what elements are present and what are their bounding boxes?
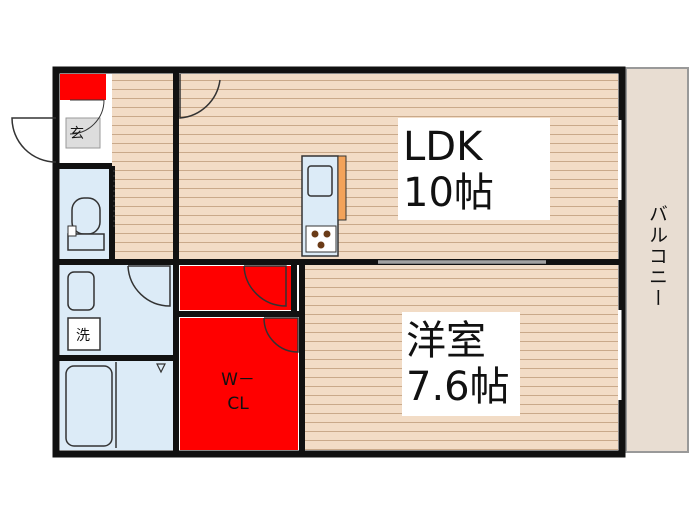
bath-arrow [156,363,166,374]
toilet-tank [67,233,105,251]
ldk-label-box [398,118,550,220]
western-room-name: 洋室 [406,318,486,364]
washing-machine-space [67,317,101,351]
burner [311,230,319,238]
western-label-box [402,312,520,416]
genkan-floor [65,117,101,149]
walk-in-closet [180,318,298,450]
walk-in-closet-label: W－ CL [221,370,255,414]
balcony-area [625,67,689,453]
western-room-size: 7.6帖 [406,364,510,410]
hallway-floor [112,74,178,260]
entrance-closet [60,74,106,100]
ldk-room-size: 10帖 [403,170,494,216]
closet-top [180,266,292,310]
bathtub [65,365,113,447]
ldk-room-name: LDK [403,124,483,170]
toilet-counter [67,225,77,237]
burner [317,241,325,249]
kitchen-back-panel [337,155,347,221]
laundry-label: 洗 [76,328,90,344]
entrance-label: 玄 [70,126,84,142]
kitchen-sink [307,165,333,197]
wash-basin [67,271,95,311]
burner [323,230,331,238]
door-swings [11,74,299,353]
balcony-label: バルコニー [646,204,668,309]
